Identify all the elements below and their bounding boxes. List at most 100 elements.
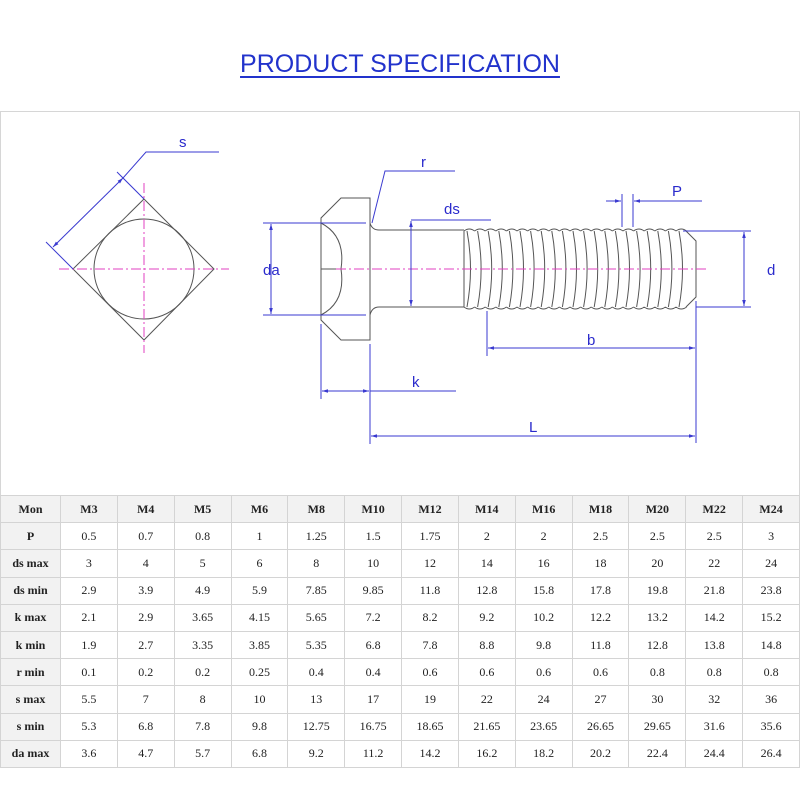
header-cell-size: M20 <box>628 494 687 524</box>
table-cell: 0.7 <box>116 522 175 551</box>
table-cell: 0.2 <box>116 658 175 687</box>
table-cell: 0.4 <box>344 658 403 687</box>
table-cell: 3.35 <box>173 630 232 660</box>
table-cell: 3 <box>60 549 118 578</box>
row-label: s min <box>0 712 61 741</box>
page-title-text: PRODUCT SPECIFICATION <box>240 50 560 78</box>
table-cell: 3.6 <box>60 739 118 768</box>
table-cell: 22.4 <box>628 739 687 768</box>
label-ds: ds <box>444 201 460 218</box>
table-cell: 27 <box>571 685 630 714</box>
table-cell: 2.9 <box>116 603 175 632</box>
table-cell: 24 <box>742 549 800 578</box>
bolt-head <box>320 197 371 341</box>
table-cell: 19.8 <box>628 576 687 605</box>
table-cell: 13.8 <box>685 630 744 660</box>
table-cell: 0.6 <box>571 658 630 687</box>
table-cell: 9.8 <box>230 712 289 741</box>
table-cell: 9.85 <box>344 576 403 605</box>
table-cell: 7 <box>116 685 175 714</box>
table-cell: 22 <box>457 685 516 714</box>
label-da: da <box>263 262 280 279</box>
table-cell: 5.65 <box>287 603 346 632</box>
table-cell: 29.65 <box>628 712 687 741</box>
table-cell: 3.85 <box>230 630 289 660</box>
table-cell: 5.35 <box>287 630 346 660</box>
page-title: PRODUCT SPECIFICATION <box>0 50 800 79</box>
label-p: P <box>672 183 682 200</box>
table-cell: 12.2 <box>571 603 630 632</box>
table-cell: 1 <box>230 522 289 551</box>
table-cell: 18 <box>571 549 630 578</box>
table-cell: 4.7 <box>116 739 175 768</box>
table-cell: 7.8 <box>173 712 232 741</box>
table-cell: 14.8 <box>742 630 800 660</box>
table-cell: 5.3 <box>60 712 118 741</box>
table-cell: 0.25 <box>230 658 289 687</box>
table-cell: 10 <box>230 685 289 714</box>
table-cell: 0.6 <box>514 658 573 687</box>
table-cell: 13.2 <box>628 603 687 632</box>
row-label: da max <box>0 739 61 768</box>
table-cell: 6 <box>230 549 289 578</box>
table-cell: 26.65 <box>571 712 630 741</box>
table-cell: 10.2 <box>514 603 573 632</box>
table-cell: 8.2 <box>401 603 459 632</box>
table-cell: 14 <box>457 549 516 578</box>
table-cell: 1.25 <box>287 522 346 551</box>
table-cell: 1.9 <box>60 630 118 660</box>
header-cell-size: M18 <box>571 494 630 524</box>
table-cell: 24.4 <box>685 739 744 768</box>
table-cell: 18.2 <box>514 739 573 768</box>
table-cell: 2.9 <box>60 576 118 605</box>
table-cell: 3 <box>742 522 800 551</box>
row-label: ds max <box>0 549 61 578</box>
table-cell: 8.8 <box>457 630 516 660</box>
table-cell: 2.1 <box>60 603 118 632</box>
table-cell: 5.5 <box>60 685 118 714</box>
table-cell: 12.8 <box>457 576 516 605</box>
table-cell: 7.8 <box>401 630 459 660</box>
header-cell-size: M12 <box>401 494 459 524</box>
row-label: ds min <box>0 576 61 605</box>
table-cell: 2.5 <box>571 522 630 551</box>
header-cell-size: M5 <box>173 494 232 524</box>
row-label: r min <box>0 658 61 687</box>
table-cell: 0.1 <box>60 658 118 687</box>
table-cell: 10 <box>344 549 403 578</box>
header-cell-size: M24 <box>742 494 800 524</box>
table-cell: 24 <box>514 685 573 714</box>
table-cell: 0.2 <box>173 658 232 687</box>
label-r: r <box>421 154 426 171</box>
header-cell-size: M6 <box>230 494 289 524</box>
header-cell-mon: Mon <box>0 494 61 524</box>
label-b: b <box>587 332 595 349</box>
table-cell: 26.4 <box>742 739 800 768</box>
table-cell: 8 <box>287 549 346 578</box>
table-cell: 1.75 <box>401 522 459 551</box>
row-label: P <box>0 522 61 551</box>
table-cell: 0.8 <box>173 522 232 551</box>
table-cell: 16.2 <box>457 739 516 768</box>
table-cell: 21.8 <box>685 576 744 605</box>
table-cell: 11.8 <box>571 630 630 660</box>
table-cell: 15.8 <box>514 576 573 605</box>
header-cell-size: M10 <box>344 494 403 524</box>
table-cell: 30 <box>628 685 687 714</box>
table-cell: 12.75 <box>287 712 346 741</box>
top-view-centerlines <box>59 183 229 353</box>
table-cell: 16.75 <box>344 712 403 741</box>
table-cell: 9.2 <box>457 603 516 632</box>
table-cell: 23.8 <box>742 576 800 605</box>
label-k: k <box>412 374 420 391</box>
table-cell: 6.8 <box>230 739 289 768</box>
header-cell-size: M14 <box>457 494 516 524</box>
